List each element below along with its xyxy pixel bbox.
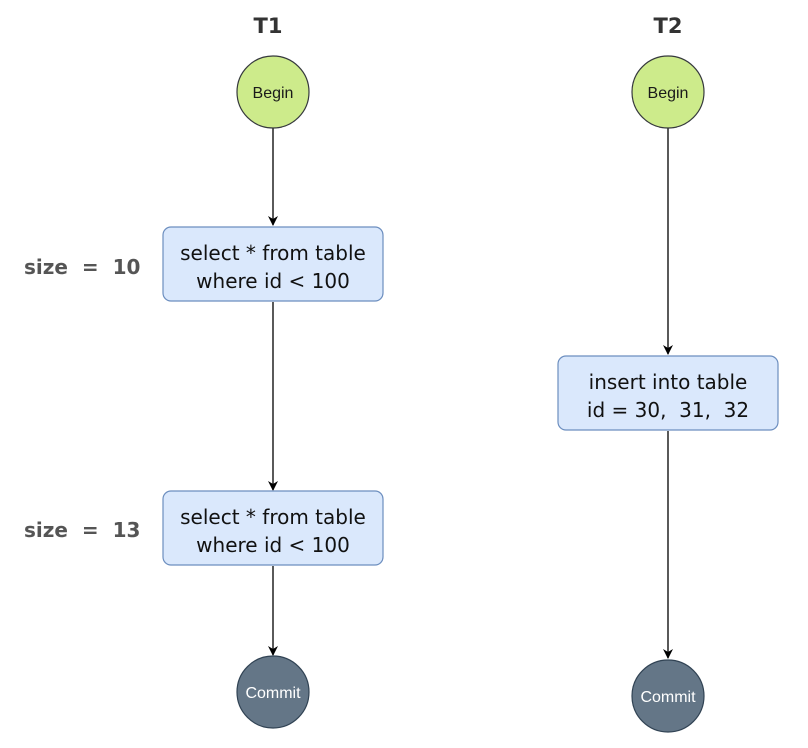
t1-query2-node: select * from table where id < 100 — [162, 490, 384, 566]
t1-title: T1 — [254, 14, 283, 38]
t1-query2-line1: select * from table — [180, 505, 366, 529]
t1-query1-node: select * from table where id < 100 — [162, 226, 384, 302]
t1-query2-line2: where id < 100 — [196, 533, 350, 557]
t2-insert-line1: insert into table — [589, 370, 748, 394]
t1-query1-line2: where id < 100 — [196, 269, 350, 293]
t1-begin-node: Begin — [236, 55, 310, 129]
t1-query2-size-annotation: size = 13 — [24, 518, 140, 542]
t1-query1-size-annotation: size = 10 — [24, 255, 140, 279]
t2-insert-line2: id = 30, 31, 32 — [587, 398, 749, 422]
t2-begin-label: Begin — [648, 85, 689, 102]
t1-query1-line1: select * from table — [180, 241, 366, 265]
t2-commit-label: Commit — [640, 689, 696, 706]
t2-insert-node: insert into table id = 30, 31, 32 — [557, 355, 779, 431]
t1-commit-node: Commit — [236, 655, 310, 729]
t2-begin-node: Begin — [631, 55, 705, 129]
t2-title: T2 — [654, 14, 683, 38]
t1-commit-label: Commit — [245, 685, 301, 702]
t1-begin-label: Begin — [253, 85, 294, 102]
t2-commit-node: Commit — [631, 659, 705, 733]
